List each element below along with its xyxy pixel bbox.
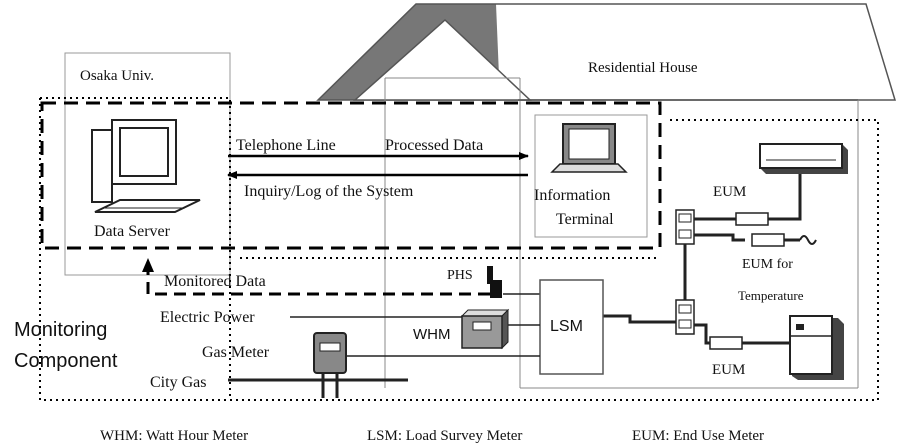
monitored-data-label: Monitored Data [164, 273, 266, 290]
laptop-icon [550, 123, 628, 173]
information-terminal-label-2: Terminal [556, 211, 614, 228]
legend-lsm: LSM: Load Survey Meter [367, 428, 522, 444]
phs-label: PHS [447, 268, 473, 283]
city-gas-label: City Gas [150, 374, 206, 391]
refrigerator-icon [789, 315, 844, 380]
power-wiring [603, 174, 802, 345]
legend-whm: WHM: Watt Hour Meter [100, 428, 248, 444]
inquiry-log-label: Inquiry/Log of the System [244, 183, 414, 200]
lsm-box [539, 279, 604, 375]
gas-meter-icon [313, 332, 347, 398]
residential-house-label: Residential House [588, 60, 698, 76]
data-server-label: Data Server [94, 223, 171, 240]
telephone-line-label: Telephone Line [236, 137, 336, 154]
phs-phone-icon [487, 266, 502, 298]
power-cord-wavy [799, 235, 817, 245]
monitoring-label-2: Component [14, 350, 118, 372]
whm-label: WHM [413, 326, 451, 343]
monitoring-label-1: Monitoring [14, 319, 107, 341]
whm-meter-icon [460, 308, 510, 350]
air-conditioner-icon [759, 143, 848, 174]
monitoring-boundary [40, 97, 879, 401]
electric-power-label: Electric Power [160, 309, 255, 326]
processed-data-label: Processed Data [385, 137, 483, 154]
eum-temperature [751, 233, 785, 247]
data-server-computer [91, 119, 201, 213]
eum-air-conditioner [735, 212, 769, 226]
eum-refrigerator [709, 336, 743, 350]
eum-refrigerator-label: EUM [712, 362, 745, 378]
temperature-label: Temperature [738, 288, 804, 303]
eum-for-label: EUM for [742, 257, 793, 272]
osaka-univ-label: Osaka Univ. [80, 68, 154, 84]
residential-house [316, 3, 897, 389]
monitored-data-arrow [146, 270, 490, 296]
legend-eum: EUM: End Use Meter [632, 428, 764, 444]
lsm-label: LSM [550, 318, 583, 335]
information-terminal-label-1: Information [534, 187, 610, 204]
eum-air-conditioner-label: EUM [713, 184, 746, 200]
gas-meter-label: Gas Meter [202, 344, 270, 361]
